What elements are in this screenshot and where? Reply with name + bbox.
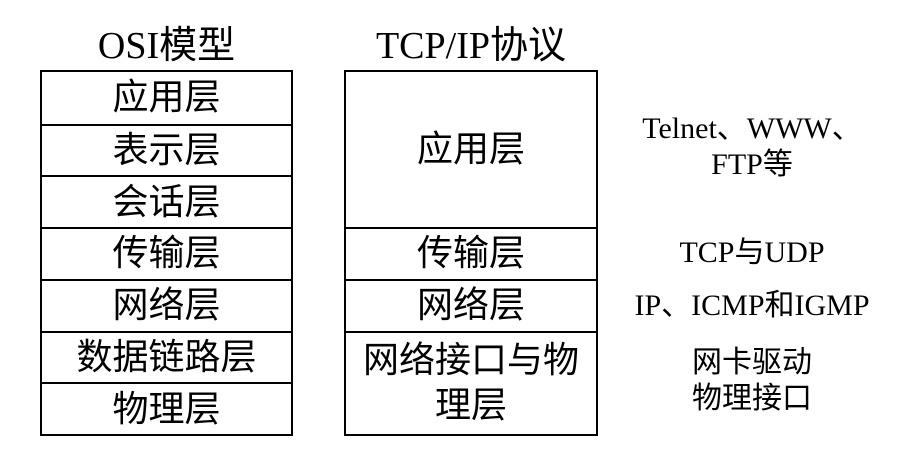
annotation-line: IP、ICMP和IGMP xyxy=(634,289,870,322)
osi-layer-network: 网络层 xyxy=(42,278,291,331)
osi-layer-application: 应用层 xyxy=(112,77,221,118)
annotation-line: 物理接口 xyxy=(692,382,812,415)
annotation-line: Telnet、WWW、 xyxy=(642,112,862,145)
tcpip-column-title: TCP/IP协议 xyxy=(375,25,567,67)
tcpip-layer-transport: 传输层 xyxy=(346,227,596,279)
osi-layer-physical: 物理层 xyxy=(42,382,291,434)
osi-layer-presentation: 表示层 xyxy=(42,123,291,176)
annotation-link-layer-components: 网卡驱动 物理接口 xyxy=(606,345,898,417)
annotation-line: TCP与UDP xyxy=(679,236,825,269)
tcpip-layer-network-interface: 网络接口与物理层 xyxy=(346,330,596,434)
osi-layer-datalink: 数据链路层 xyxy=(42,330,291,383)
annotation-transport-protocols: TCP与UDP xyxy=(606,235,898,271)
tcpip-layer-application: 应用层 xyxy=(416,129,525,170)
annotation-application-protocols: Telnet、WWW、 FTP等 xyxy=(606,111,898,183)
tcpip-layer-network: 网络层 xyxy=(346,278,596,331)
osi-layer-session: 会话层 xyxy=(42,175,291,227)
annotation-line: 网卡驱动 xyxy=(692,346,812,379)
osi-layer-stack: 应用层 表示层 会话层 传输层 网络层 数据链路层 物理层 xyxy=(40,70,293,436)
annotation-network-protocols: IP、ICMP和IGMP xyxy=(606,288,898,324)
annotation-line: FTP等 xyxy=(711,148,793,181)
osi-layer-transport: 传输层 xyxy=(42,227,291,279)
osi-column-title: OSI模型 xyxy=(97,25,236,67)
tcpip-layer-stack: 应用层 传输层 网络层 网络接口与物理层 xyxy=(344,70,598,436)
